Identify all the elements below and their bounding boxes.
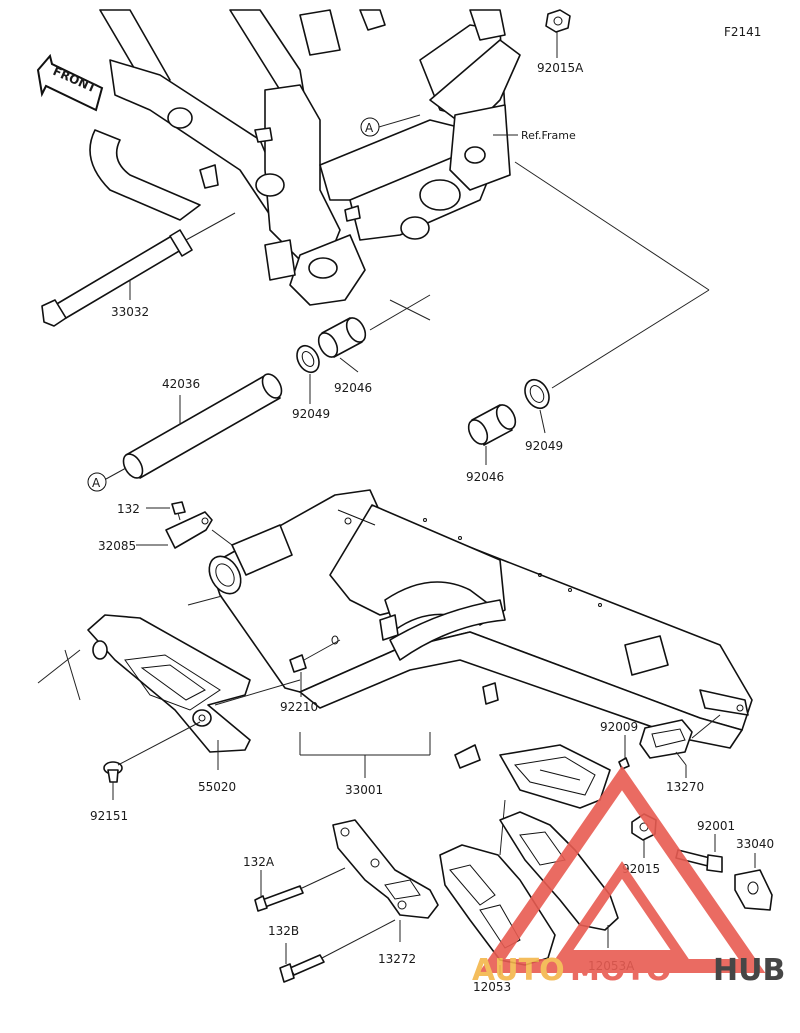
sleeve-42036	[122, 373, 283, 479]
label-132B[interactable]: 132B	[268, 924, 299, 938]
seal-92049-upper	[296, 344, 320, 374]
block-33040-drawing	[734, 869, 773, 911]
label-92049-upper[interactable]: 92049	[292, 407, 330, 421]
front-arrow: FRONT	[36, 53, 104, 112]
bolt-132B-drawing	[279, 919, 396, 983]
watermark-moto: MOTO	[570, 953, 671, 988]
swingarm-33001-drawing	[208, 489, 753, 769]
chain-cover-55020-drawing	[87, 614, 251, 753]
label-55020[interactable]: 55020	[198, 780, 236, 794]
plate-13270-drawing	[639, 719, 693, 759]
label-132A[interactable]: 132A	[243, 855, 275, 869]
chain-slider-drawing	[499, 744, 611, 809]
pivot-bolt-drawing	[41, 212, 236, 327]
diagram-code: F2141	[724, 25, 761, 39]
label-92210[interactable]: 92210	[280, 700, 318, 714]
label-92001[interactable]: 92001	[697, 819, 735, 833]
frame-drawing	[89, 9, 521, 306]
label-92049-lower[interactable]: 92049	[525, 439, 563, 453]
bracket-32085-drawing	[165, 511, 213, 549]
label-33032[interactable]: 33032	[111, 305, 149, 319]
label-92046-lower[interactable]: 92046	[466, 470, 504, 484]
bearing-92046-upper	[317, 317, 367, 358]
screw-92151-drawing	[103, 721, 201, 783]
label-13272[interactable]: 13272	[378, 952, 416, 966]
label-92151[interactable]: 92151	[90, 809, 128, 823]
label-92046-upper[interactable]: 92046	[334, 381, 372, 395]
label-132[interactable]: 132	[117, 502, 140, 516]
watermark-auto: AUTO	[472, 953, 565, 988]
label-92015[interactable]: 92015	[622, 862, 660, 876]
bolt-92001-drawing	[675, 849, 723, 873]
bolt-132A-drawing	[254, 867, 346, 912]
part-92015A-drawing	[545, 9, 571, 58]
label-33040[interactable]: 33040	[736, 837, 774, 851]
bearing-92046-lower	[467, 404, 517, 446]
seal-92049-lower	[524, 378, 550, 410]
label-32085[interactable]: 32085	[98, 539, 136, 553]
bolt-92210-drawing	[289, 635, 341, 673]
label-92009[interactable]: 92009	[600, 720, 638, 734]
bolt-132-drawing	[171, 501, 186, 521]
label-13270[interactable]: 13270	[666, 780, 704, 794]
screw-92009-drawing	[618, 757, 630, 770]
automotohub-watermark: AUTO MOTO HUB	[472, 765, 785, 988]
callout-a-top: A	[365, 121, 374, 135]
label-12053[interactable]: 12053	[473, 980, 511, 994]
label-42036[interactable]: 42036	[162, 377, 200, 391]
callout-a-sleeve: A	[92, 476, 101, 490]
chain-guide-12053-drawing	[439, 799, 556, 966]
guard-13272-drawing	[332, 819, 439, 919]
label-33001[interactable]: 33001	[345, 783, 383, 797]
ref-frame-label[interactable]: Ref.Frame	[521, 129, 576, 142]
label-92015A[interactable]: 92015A	[537, 61, 584, 75]
watermark-hub: HUB	[713, 953, 785, 988]
